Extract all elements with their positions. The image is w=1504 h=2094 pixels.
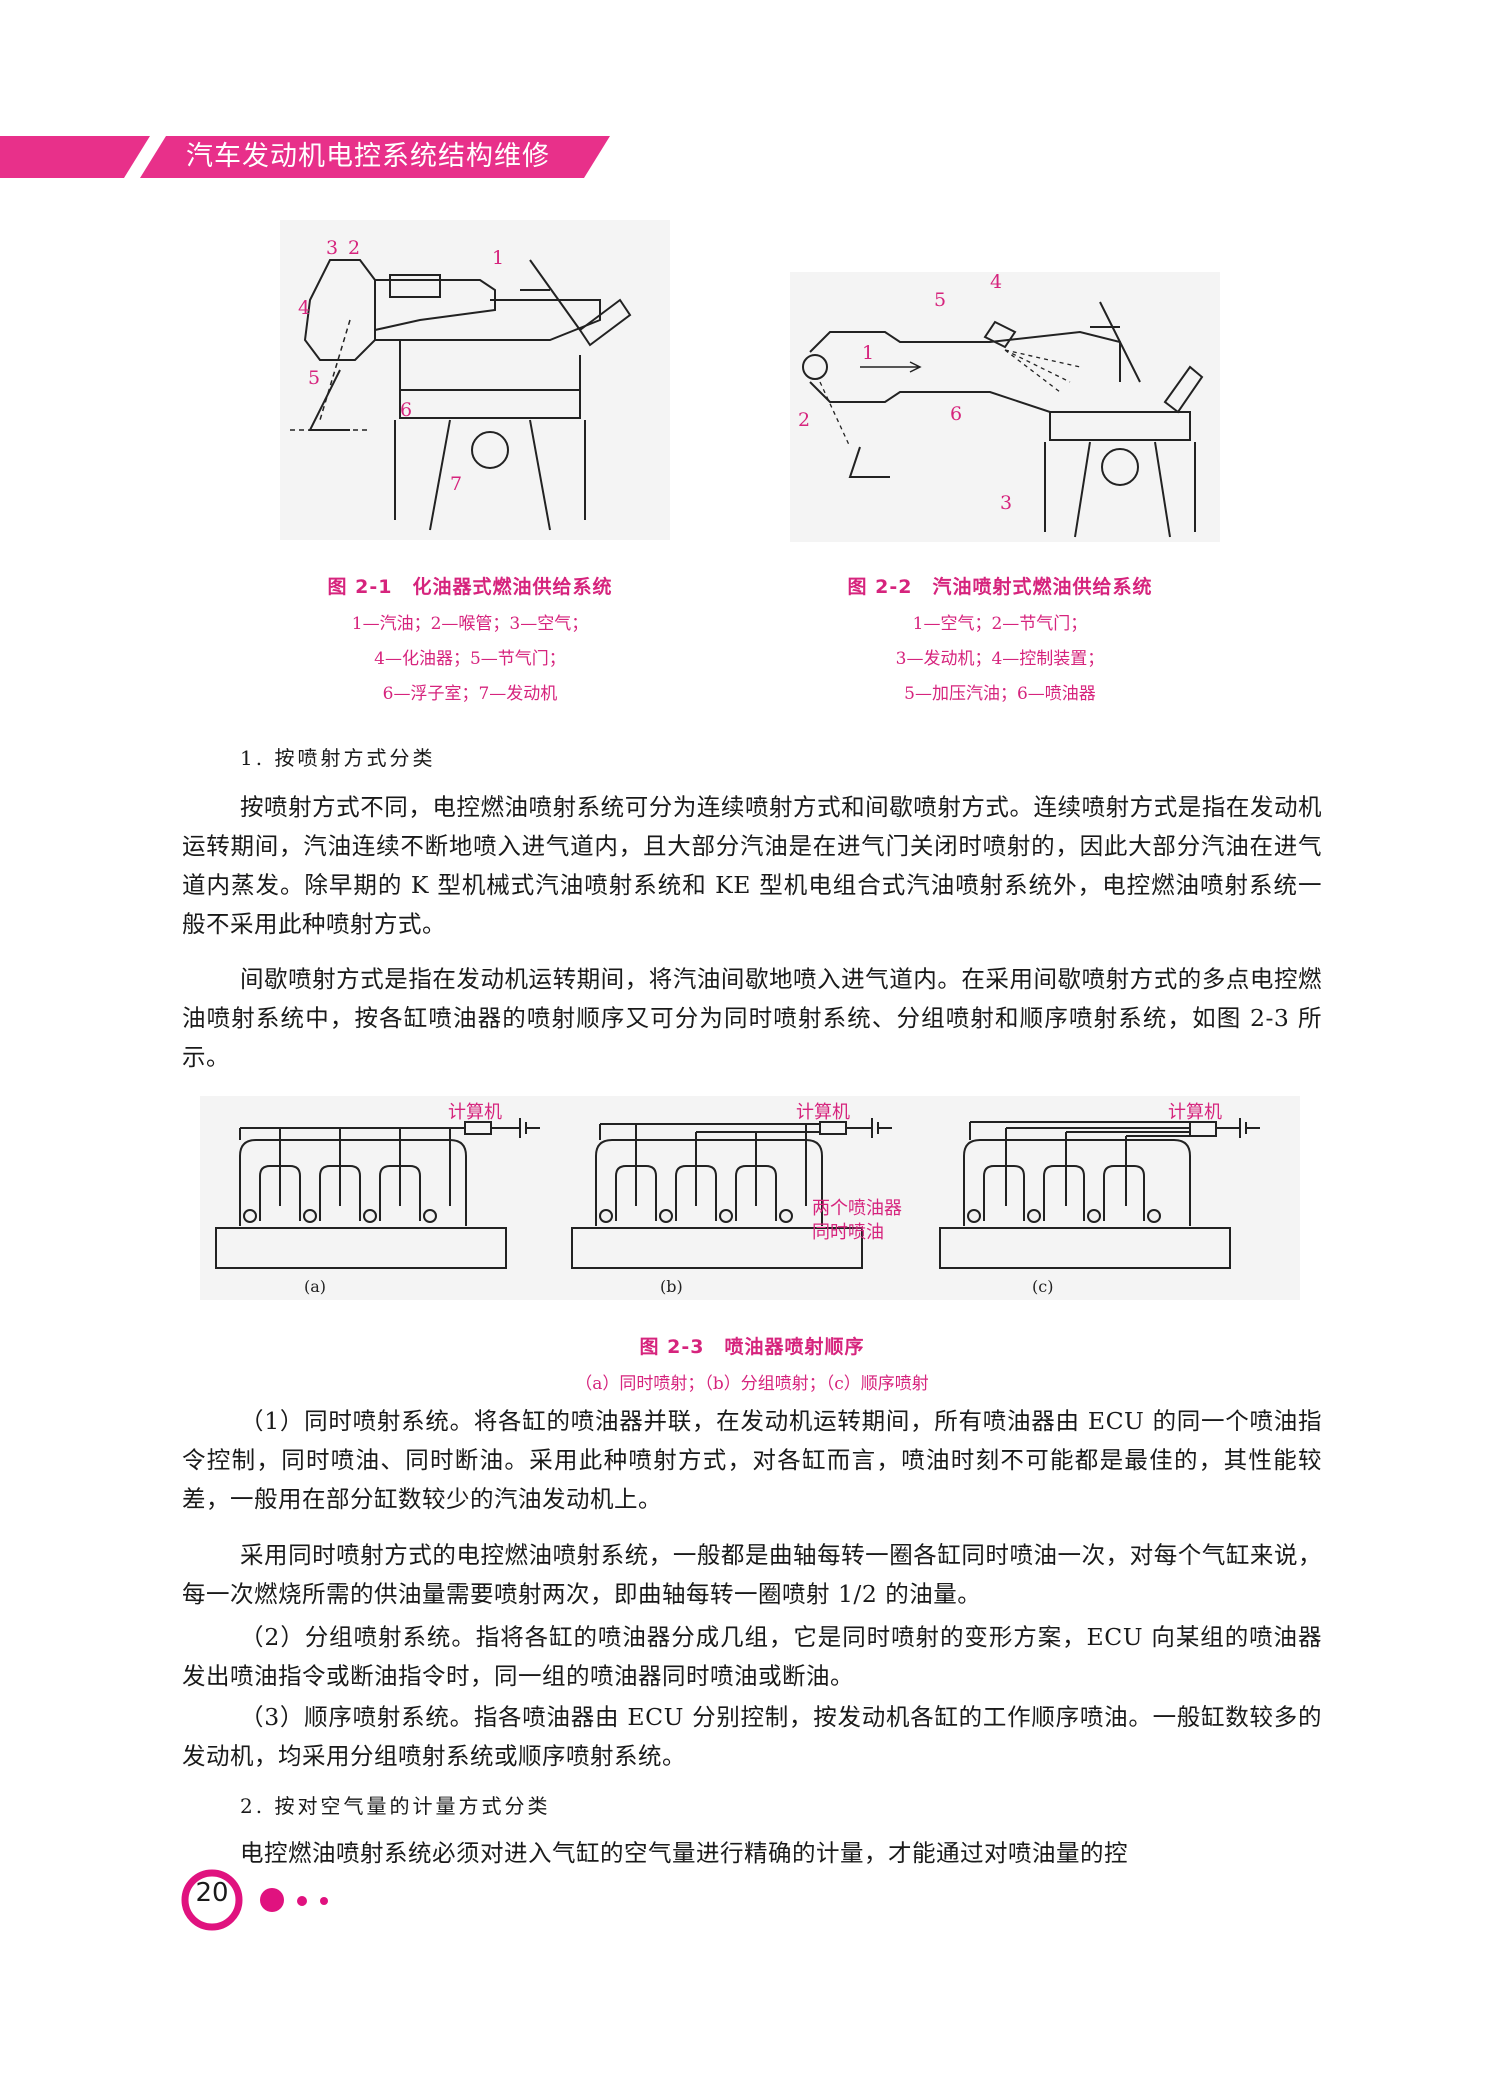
section-1-paragraph-5: （2）分组喷射系统。指将各缸的喷油器分成几组，它是同时喷射的变形方案，ECU 向…	[182, 1623, 1322, 1690]
fig23-note-line-2: 同时喷油	[812, 1222, 884, 1243]
header-title: 汽车发动机电控系统结构维修	[186, 141, 550, 172]
figure-2-2-legend-3: 5—加压汽油；6—喷油器	[904, 684, 1096, 704]
fig23-computer-label-a: 计算机	[448, 1102, 502, 1123]
header-band	[0, 136, 610, 178]
figure-2-1-legend-1: 1—汽油；2—喉管；3—空气；	[351, 614, 589, 634]
figure-2-3-title: 图 2-3 喷油器喷射顺序	[639, 1336, 865, 1358]
figure-2-1-legend-2: 4—化油器；5—节气门；	[374, 649, 566, 669]
fig21-label-3: 3	[326, 237, 338, 259]
section-1-paragraph-2: 间歇喷射方式是指在发动机运转期间，将汽油间歇地喷入进气道内。在采用间歇喷射方式的…	[182, 965, 1322, 1071]
fig23-sub-b: (b)	[660, 1277, 683, 1296]
section-1-paragraph-3: （1）同时喷射系统。将各缸的喷油器并联，在发动机运转期间，所有喷油器由 ECU …	[182, 1407, 1322, 1513]
figure-2-2-caption: 图 2-2 汽油喷射式燃油供给系统 1—空气；2—节气门； 3—发动机；4—控制…	[770, 572, 1230, 704]
fig23-computer-label-b: 计算机	[796, 1102, 850, 1123]
figure-2-3-legend: （a）同时喷射；（b）分组喷射；（c）顺序喷射	[575, 1374, 929, 1394]
fig23-sub-c: (c)	[1032, 1277, 1053, 1296]
page-dots-decoration	[260, 1888, 328, 1912]
figure-2-1-caption: 图 2-1 化油器式燃油供给系统 1—汽油；2—喉管；3—空气； 4—化油器；5…	[240, 572, 700, 704]
section-1-paragraph-4: 采用同时喷射方式的电控燃油喷射系统，一般都是曲轴每转一圈各缸同时喷油一次，对每个…	[182, 1541, 1322, 1608]
section-1-heading: 1. 按喷射方式分类	[240, 746, 436, 770]
fig22-label-2: 2	[798, 409, 810, 431]
fig21-label-1: 1	[492, 247, 504, 269]
fig23-note-line-1: 两个喷油器	[812, 1198, 902, 1219]
fig21-label-2: 2	[348, 237, 360, 259]
figure-2-3-caption: 图 2-3 喷油器喷射顺序 （a）同时喷射；（b）分组喷射；（c）顺序喷射	[452, 1332, 1052, 1394]
fig21-label-5: 5	[308, 367, 320, 389]
fig23-computer-label-c: 计算机	[1168, 1102, 1222, 1123]
section-1-paragraph-6: （3）顺序喷射系统。指各喷油器由 ECU 分别控制，按发动机各缸的工作顺序喷油。…	[182, 1703, 1322, 1770]
figure-2-1-image: 2 3 1 4 5 6 7	[280, 220, 670, 540]
fig22-label-6: 6	[950, 403, 962, 425]
fig22-label-1: 1	[862, 342, 874, 364]
section-2-paragraph-1: 电控燃油喷射系统必须对进入气缸的空气量进行精确的计量，才能通过对喷油量的控	[240, 1839, 1128, 1867]
figure-2-2-legend-2: 3—发动机；4—控制装置；	[895, 649, 1105, 669]
figure-2-2-legend-1: 1—空气；2—节气门；	[912, 614, 1088, 634]
fig22-label-3: 3	[1000, 492, 1012, 514]
fig22-label-4: 4	[990, 272, 1002, 293]
fig23-sub-a: (a)	[304, 1277, 326, 1296]
figure-2-1-title: 图 2-1 化油器式燃油供给系统	[327, 576, 613, 598]
page-number: 20	[195, 1878, 229, 1908]
fig21-label-6: 6	[400, 399, 412, 421]
figure-2-2-title: 图 2-2 汽油喷射式燃油供给系统	[847, 576, 1153, 598]
fig22-label-5: 5	[934, 289, 946, 311]
figure-2-1-legend-3: 6—浮子室；7—发动机	[382, 684, 558, 704]
section-1-paragraph-1: 按喷射方式不同，电控燃油喷射系统可分为连续喷射方式和间歇喷射方式。连续喷射方式是…	[182, 793, 1322, 938]
page-number-badge	[180, 1868, 244, 1932]
section-2-heading: 2. 按对空气量的计量方式分类	[240, 1794, 551, 1818]
figure-2-2-image: 1 2 3 4 5 6	[790, 272, 1220, 542]
fig21-label-4: 4	[298, 297, 310, 319]
fig21-label-7: 7	[450, 473, 462, 495]
header-band-shape	[0, 136, 610, 178]
figure-2-3-image: 计算机 计算机 计算机 两个喷油器 同时喷油 (a) (b) (c)	[200, 1096, 1300, 1300]
